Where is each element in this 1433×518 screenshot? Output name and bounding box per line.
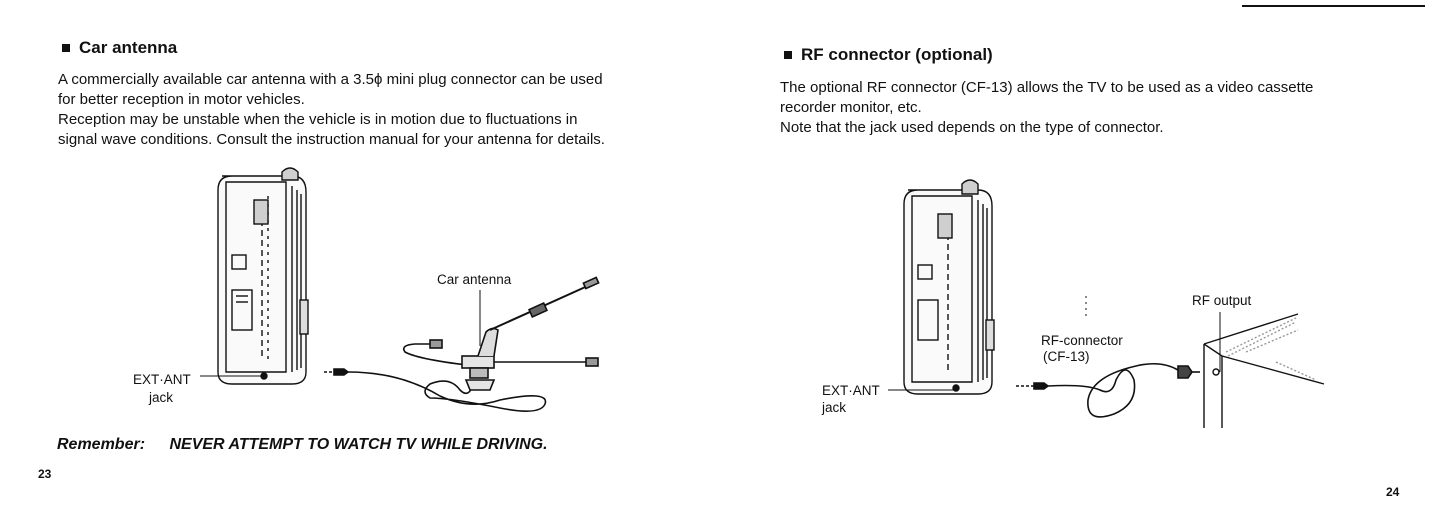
ext-ant-label: EXT·ANT: [822, 383, 880, 398]
pocket-tv-drawing: [903, 179, 995, 395]
bullet-icon: [62, 44, 70, 52]
page-number: 24: [1386, 485, 1400, 499]
bullet-icon: [784, 51, 792, 59]
car-antenna-heading: Car antenna: [62, 38, 177, 58]
paragraph-line: Reception may be unstable when the vehic…: [58, 111, 578, 128]
pocket-tv-drawing: [217, 167, 309, 385]
antenna-cable-drawing: [324, 276, 600, 412]
jack-label: jack: [822, 400, 847, 415]
remember-warning: Remember: NEVER ATTEMPT TO WATCH TV WHIL…: [57, 436, 548, 454]
rf-connector-label: RF-connector: [1041, 333, 1123, 348]
right-page: RF connector (optional) The optional RF …: [716, 0, 1433, 518]
paragraph-line: for better reception in motor vehicles.: [58, 91, 305, 108]
paragraph-line: The optional RF connector (CF-13) allows…: [780, 79, 1314, 96]
remember-text: NEVER ATTEMPT TO WATCH TV WHILE DRIVING.: [169, 436, 548, 453]
page-number: 23: [38, 467, 52, 481]
car-antenna-illustration: [200, 167, 600, 412]
car-antenna-paragraph: A commercially available car antenna wit…: [58, 70, 605, 150]
ext-ant-label: EXT·ANT: [133, 372, 191, 387]
remember-label: Remember:: [57, 436, 146, 453]
rf-connector-illustration: [888, 179, 1325, 428]
rf-connector-paragraph: The optional RF connector (CF-13) allows…: [780, 78, 1313, 138]
rf-connector-heading: RF connector (optional): [784, 45, 993, 65]
jack-label: jack: [149, 390, 174, 405]
cf13-label: (CF-13): [1043, 349, 1090, 364]
paragraph-line: Note that the jack used depends on the t…: [780, 119, 1164, 136]
rf-connector-heading-text: RF connector (optional): [801, 45, 993, 64]
paragraph-line: recorder monitor, etc.: [780, 99, 922, 116]
left-page: Car antenna A commercially available car…: [0, 0, 716, 518]
paragraph-line: A commercially available car antenna wit…: [58, 71, 603, 88]
car-antenna-label: Car antenna: [437, 272, 512, 287]
rf-output-label: RF output: [1192, 293, 1252, 308]
tv-set-drawing: [1203, 313, 1325, 428]
rf-cable-drawing: [1016, 362, 1200, 418]
car-antenna-heading-text: Car antenna: [79, 38, 178, 57]
paragraph-line: signal wave conditions. Consult the inst…: [58, 131, 605, 148]
top-rule: [1242, 5, 1425, 7]
